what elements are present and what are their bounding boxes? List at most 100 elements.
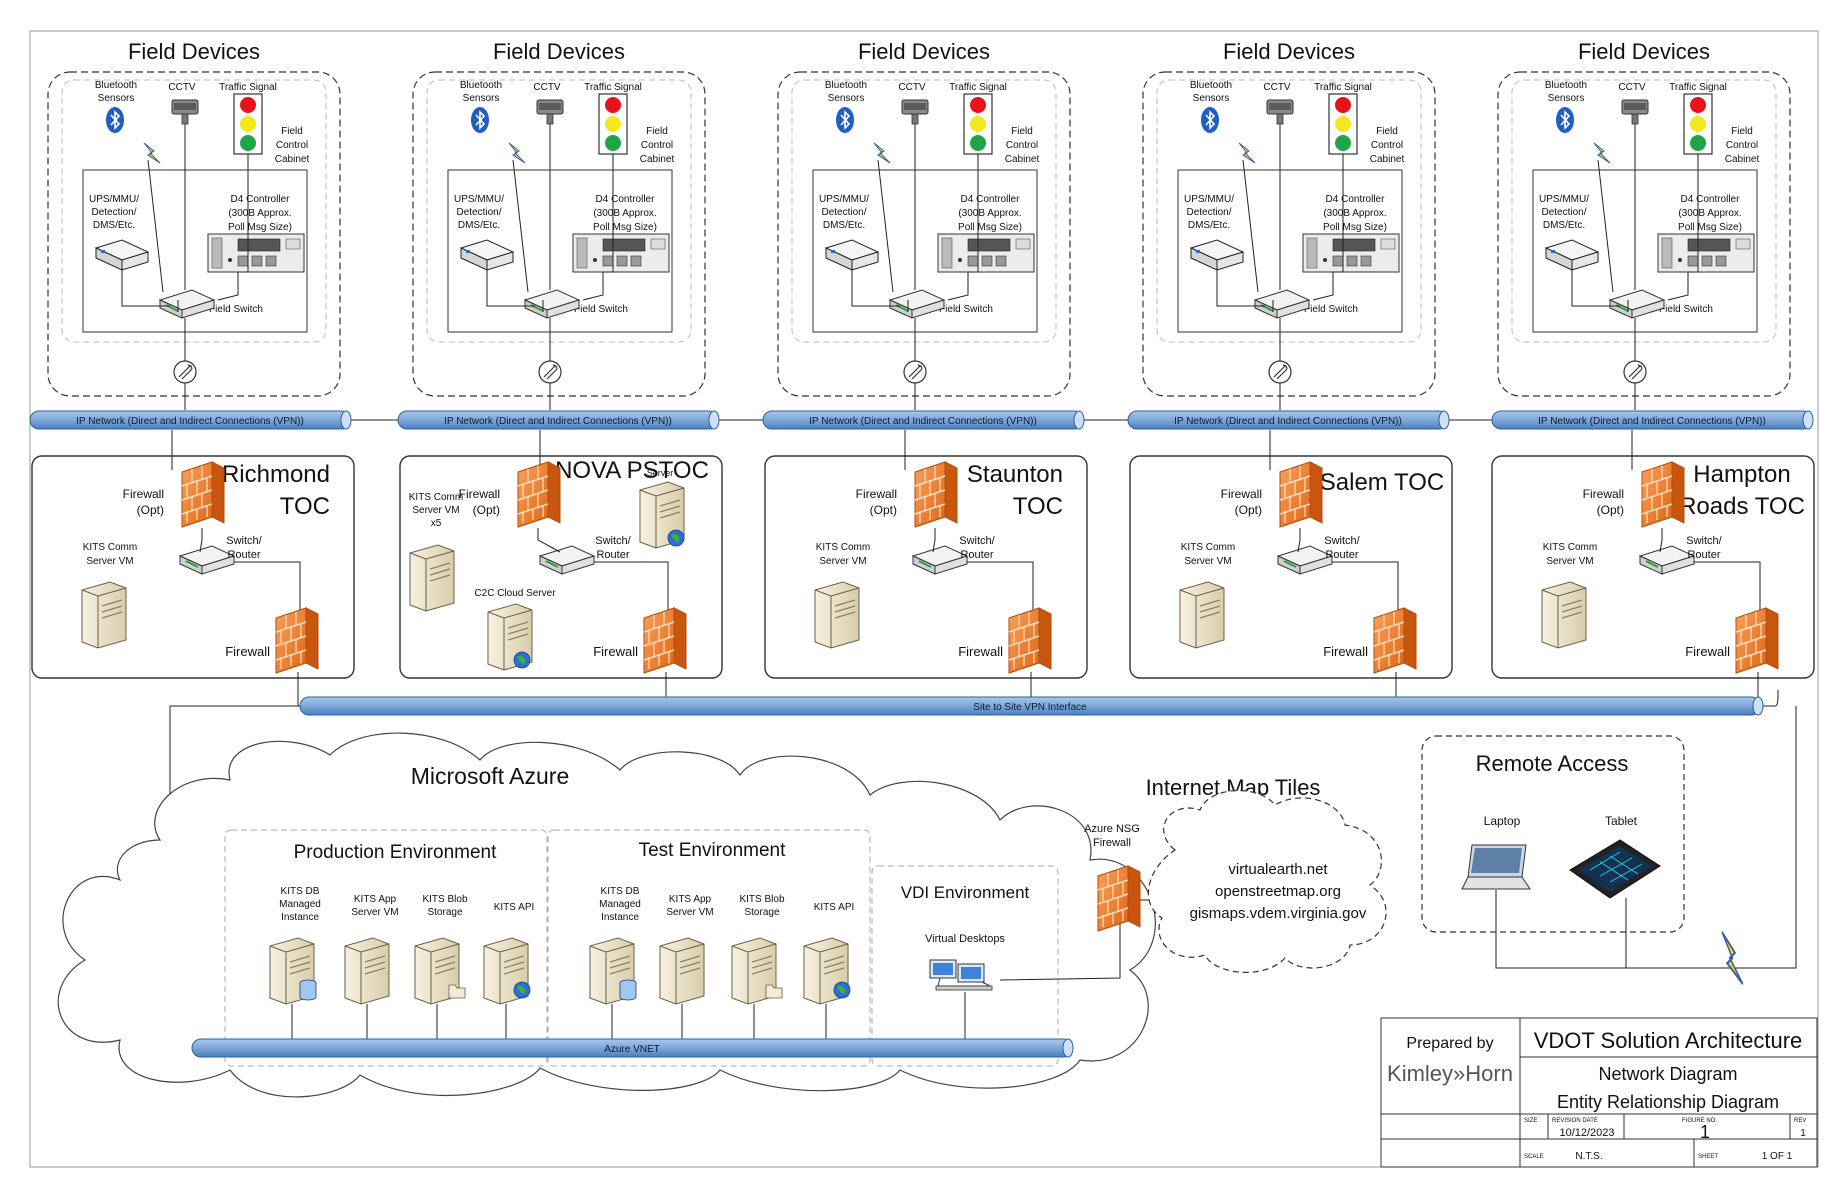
vpn-label: Site to Site VPN Interface <box>973 702 1087 713</box>
firewall-icon <box>1008 607 1052 674</box>
firewall-opt-label: Firewall(Opt) <box>459 487 500 517</box>
diagram-title: VDOT Solution Architecture <box>1534 1028 1803 1053</box>
firewall-opt-icon <box>1641 461 1685 528</box>
diagram-subtitle-2: Entity Relationship Diagram <box>1557 1092 1779 1112</box>
test-label: Test Environment <box>639 840 787 861</box>
ups-icon <box>460 239 514 271</box>
cctv-label: CCTV <box>898 82 926 93</box>
kits-api-label: KITS API <box>814 902 855 913</box>
production-title: Production Environment <box>294 842 497 863</box>
controller-label: D4 Controller(300B Approx.Poll Msg Size) <box>1323 194 1387 233</box>
firewall-icon <box>643 607 687 674</box>
pstoc-server-label: Server <box>647 468 674 478</box>
field-zone-title: Field Devices <box>128 39 260 64</box>
azure-nsg-firewall-icon <box>1097 865 1141 932</box>
vdi-label: VDI Environment <box>901 883 1030 902</box>
field-switch-label: Field Switch <box>1304 304 1358 315</box>
outer-border <box>29 30 1819 1168</box>
d4-controller-icon <box>1302 233 1400 273</box>
traffic-signal-label: Traffic Signal <box>219 82 277 93</box>
company-logo: Kimley»Horn <box>1387 1061 1513 1086</box>
ip-network-label: IP Network (Direct and Indirect Connecti… <box>76 416 304 427</box>
sheet-value: 1 OF 1 <box>1762 1151 1793 1162</box>
revision-date: 10/12/2023 <box>1559 1127 1614 1139</box>
switch-router-label: Switch/Router <box>226 535 262 561</box>
ups-icon <box>825 239 879 271</box>
ups-label: UPS/MMU/Detection/DMS/Etc. <box>1184 194 1234 231</box>
firewall-opt-icon <box>1279 461 1323 528</box>
controller-label: D4 Controller(300B Approx.Poll Msg Size) <box>958 194 1022 233</box>
ip-network-label: IP Network (Direct and Indirect Connecti… <box>1174 416 1402 427</box>
rev-value: 1 <box>1800 1128 1806 1139</box>
bluetooth-icon <box>105 106 125 134</box>
cctv-label: CCTV <box>1263 82 1291 93</box>
field-zone-title: Field Devices <box>493 39 625 64</box>
ups-icon <box>1545 239 1599 271</box>
field-switch-icon <box>159 289 215 319</box>
firewall-opt-icon <box>181 461 225 528</box>
field-zone-title: Field Devices <box>1578 39 1710 64</box>
wireless-bolt-icon <box>143 142 161 164</box>
azure-vnet-label: Azure VNET <box>604 1044 660 1055</box>
switch-router-label: Switch/Router <box>1324 535 1360 561</box>
wireless-bolt-icon <box>873 142 891 164</box>
field-switch-label: Field Switch <box>939 304 993 315</box>
bluetooth-icon <box>470 106 490 134</box>
globe-badge-icon <box>513 651 531 669</box>
c2c-label: C2C Cloud Server <box>474 588 556 599</box>
controller-label: D4 Controller(300B Approx.Poll Msg Size) <box>228 194 292 233</box>
network-connector-icon <box>903 360 927 384</box>
traffic-signal-icon <box>1328 93 1358 155</box>
firewall-icon <box>1373 607 1417 674</box>
kits-api-label: KITS API <box>494 902 535 913</box>
figure-number: 1 <box>1700 1122 1710 1142</box>
virtual-desktops-icon <box>929 959 993 991</box>
ups-label: UPS/MMU/Detection/DMS/Etc. <box>819 194 869 231</box>
traffic-signal-icon <box>598 93 628 155</box>
wireless-bolt-icon <box>1720 930 1745 986</box>
sheet-label: SHEET <box>1698 1154 1718 1160</box>
cctv-label: CCTV <box>168 82 196 93</box>
globe-badge-icon <box>667 529 685 547</box>
d4-controller-icon <box>207 233 305 273</box>
kits-comm-server-icon <box>1541 581 1587 649</box>
firewall-label: Firewall <box>1685 644 1730 659</box>
traffic-signal-label: Traffic Signal <box>584 82 642 93</box>
field-switch-icon <box>889 289 945 319</box>
d4-controller-icon <box>1657 233 1755 273</box>
cctv-icon <box>1266 99 1294 125</box>
wireless-bolt-icon <box>1593 142 1611 164</box>
ip-network-label: IP Network (Direct and Indirect Connecti… <box>809 416 1037 427</box>
site-to-site-vpn: Site to Site VPN Interface <box>169 690 1779 1049</box>
firewall-opt-icon <box>517 461 561 528</box>
controller-label: D4 Controller(300B Approx.Poll Msg Size) <box>593 194 657 233</box>
traffic-signal-label: Traffic Signal <box>1669 82 1727 93</box>
controller-label: D4 Controller(300B Approx.Poll Msg Size) <box>1678 194 1742 233</box>
tablet-label: Tablet <box>1605 814 1638 828</box>
switch-router-label: Switch/Router <box>959 535 995 561</box>
d4-controller-icon <box>937 233 1035 273</box>
remote-access: Remote Access Laptop Tablet <box>1421 706 1797 986</box>
revision-date-label: REVISION DATE <box>1552 1118 1598 1124</box>
ip-network-label: IP Network (Direct and Indirect Connecti… <box>1538 416 1766 427</box>
firewall-opt-label: Firewall(Opt) <box>1221 487 1262 517</box>
traffic-signal-label: Traffic Signal <box>949 82 1007 93</box>
field-switch-icon <box>524 289 580 319</box>
firewall-opt-label: Firewall(Opt) <box>123 487 164 517</box>
cctv-icon <box>536 99 564 125</box>
